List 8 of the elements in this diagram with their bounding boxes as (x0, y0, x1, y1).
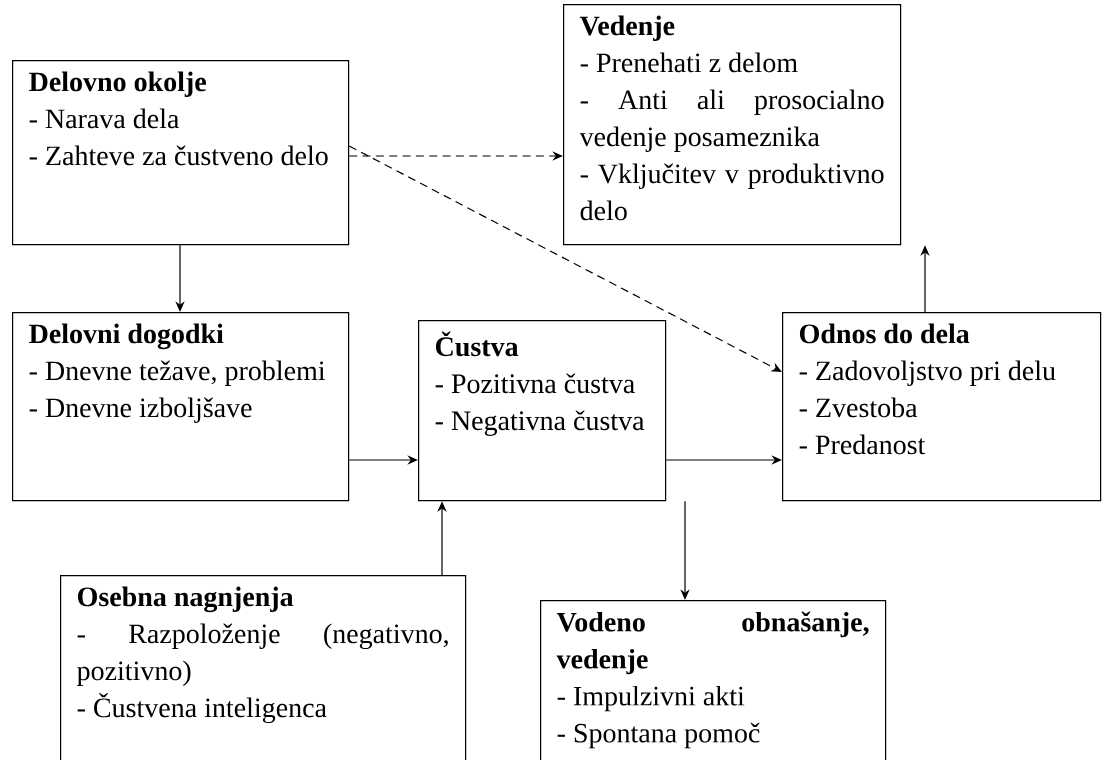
text-box: Delovno okolje - Narava dela - Zahteve za čustveno delo (12, 60, 350, 246)
text-box: Vodeno obnašanje, vedenje - Impulzivni akti - Spontana pomoč (540, 600, 887, 760)
dashed-arrow (348, 145, 782, 372)
text-box: Delovni dogodki - Dnevne težave, problemi - Dnevne izboljšave (12, 312, 350, 502)
text-box: Osebna nagnjenja - Razpoloženje (negativno, pozitivno) - Čustvena inteligenca (60, 575, 467, 760)
text-box: Odnos do dela - Zadovoljstvo pri delu - Zvestoba - Predanost (782, 312, 1102, 502)
text-box: Čustva - Pozitivna čustva - Negativna čustva (418, 320, 667, 502)
text-box: Vedenje - Prenehati z delom - Anti ali prosocialno vedenje posameznika - Vključitev v produktivno delo (563, 4, 902, 246)
